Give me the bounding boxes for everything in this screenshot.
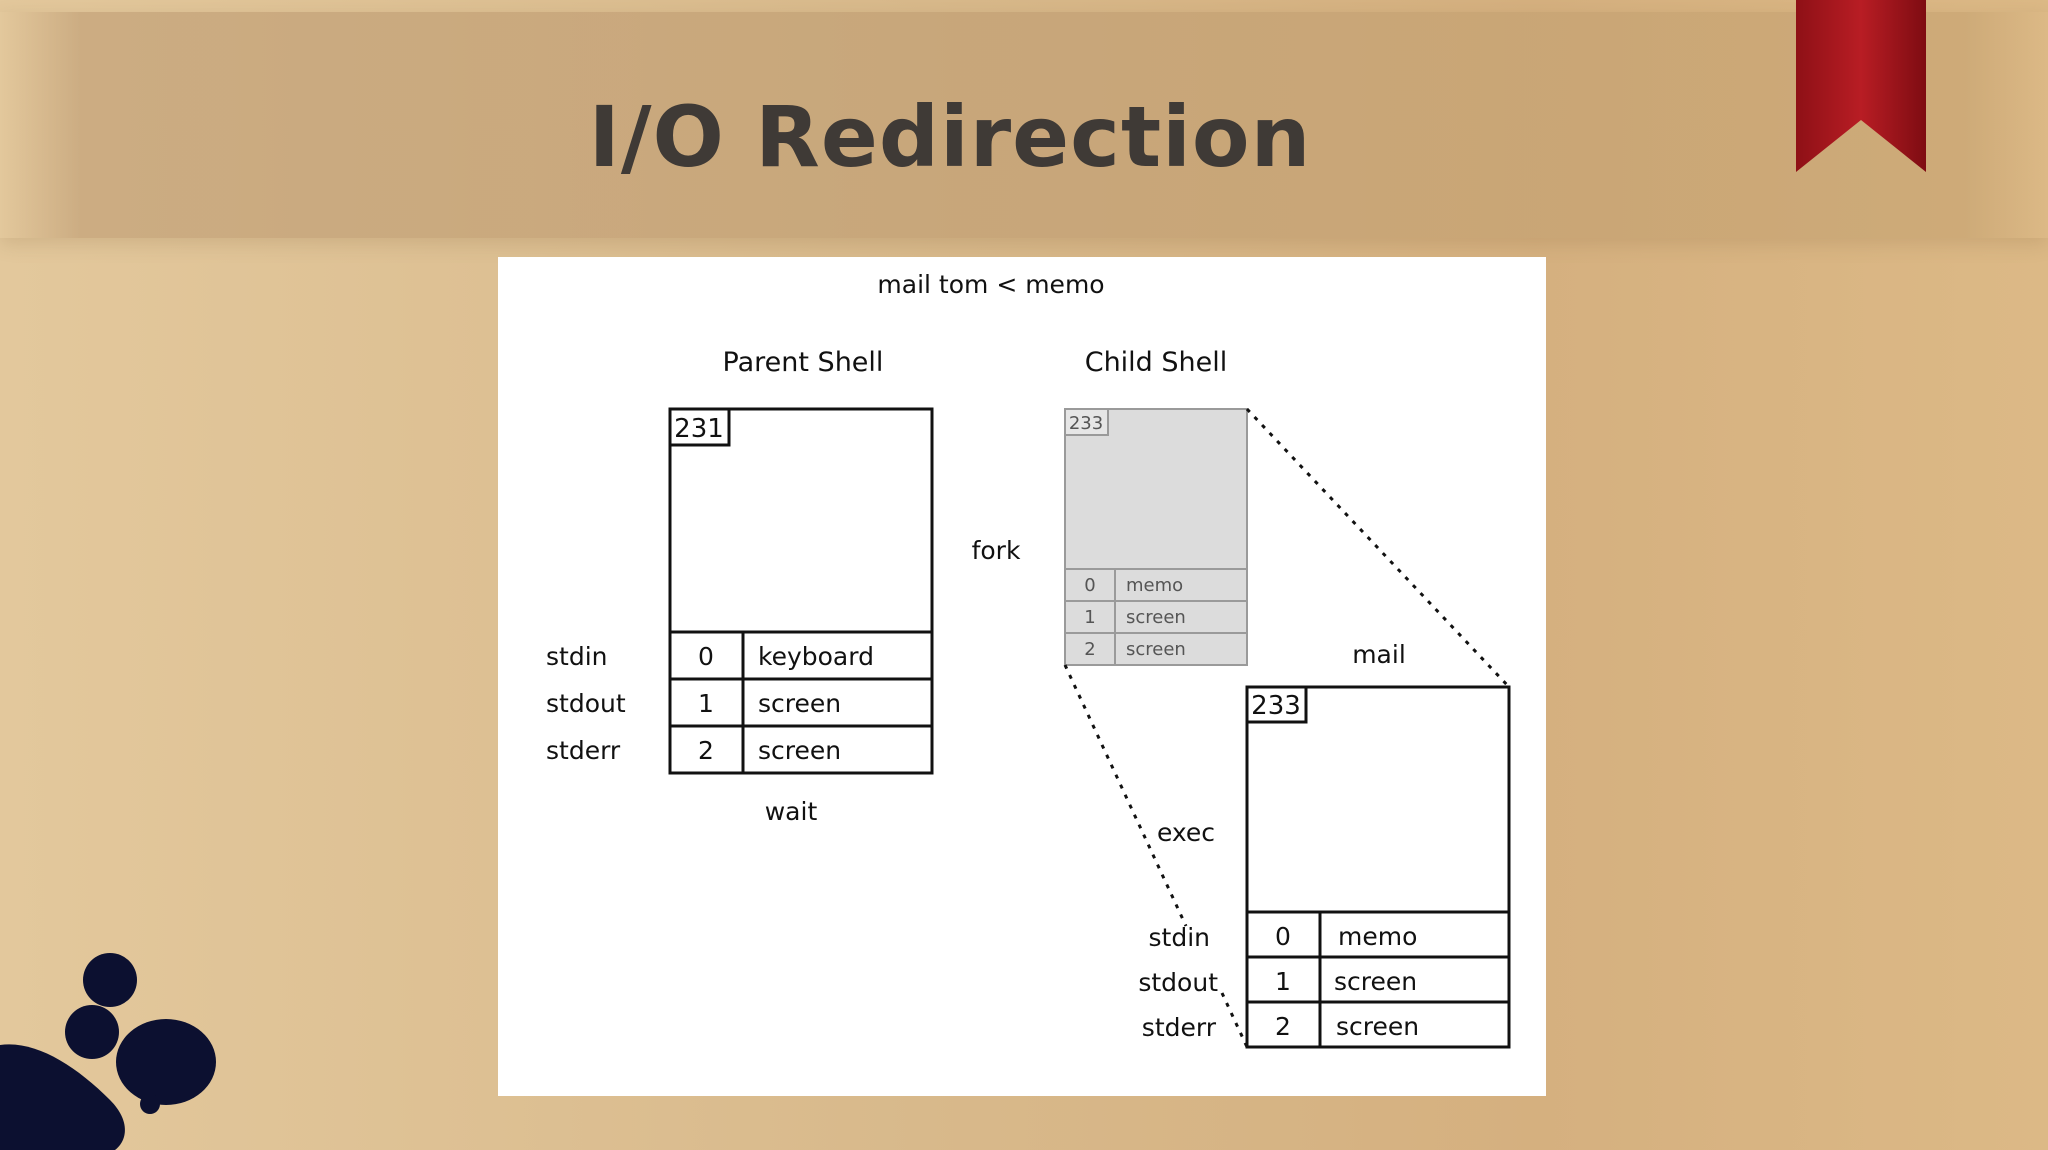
child-fd: 0: [1084, 575, 1095, 596]
wait-label: wait: [765, 797, 818, 826]
child-fd: 2: [1084, 639, 1095, 660]
child-fd: 1: [1084, 607, 1095, 628]
child-fd-target: screen: [1126, 607, 1186, 628]
child-fd-target: screen: [1126, 639, 1186, 660]
parent-fd-target: screen: [758, 689, 841, 718]
mail-stream-label: stdout: [1138, 968, 1218, 997]
parent-fd-target: keyboard: [758, 642, 874, 671]
parent-stream-label: stderr: [546, 736, 621, 765]
parent-stream-label: stdin: [546, 642, 608, 671]
redirection-diagram: mail tom < memo Parent Shell 231 0 keybo…: [546, 270, 1511, 1049]
child-pid: 233: [1069, 413, 1103, 434]
parent-shell-heading: Parent Shell: [723, 347, 884, 378]
child-fd-table: 0 memo 1 screen 2 screen: [1064, 568, 1248, 666]
diagram-panel: mail tom < memo Parent Shell 231 0 keybo…: [498, 257, 1546, 1096]
mail-fd-target: memo: [1338, 922, 1417, 951]
parent-fd-target: screen: [758, 736, 841, 765]
slide-title: I/O Redirection: [588, 88, 1312, 186]
mail-stream-label: stderr: [1142, 1013, 1217, 1042]
parent-fd-table: 0 keyboard 1 screen 2 screen: [668, 630, 934, 775]
parent-fd: 0: [698, 642, 714, 671]
parent-stream-label: stdout: [546, 689, 626, 718]
mail-heading: mail: [1352, 640, 1406, 669]
child-process-box: 233: [1064, 408, 1248, 570]
child-shell-heading: Child Shell: [1085, 347, 1228, 378]
mail-fd-table: 0 memo 1 screen 2 screen: [1245, 910, 1511, 1049]
exec-label: exec: [1157, 818, 1215, 847]
child-fd-target: memo: [1126, 575, 1183, 596]
parent-fd: 2: [698, 736, 714, 765]
projection-line-bottom-tail: [1220, 992, 1249, 1048]
parent-process-box: 231: [668, 407, 934, 634]
bookmark-ribbon-icon: [1796, 0, 1926, 172]
mail-fd: 2: [1275, 1012, 1291, 1041]
mail-fd: 1: [1275, 967, 1291, 996]
fork-label: fork: [972, 536, 1021, 565]
mail-fd: 0: [1275, 922, 1291, 951]
mail-fd-target: screen: [1334, 967, 1417, 996]
mail-pid: 233: [1251, 691, 1301, 721]
command-label: mail tom < memo: [877, 270, 1104, 299]
projection-line-bottom: [1063, 664, 1188, 927]
parent-pid: 231: [674, 414, 724, 444]
parent-fd: 1: [698, 689, 714, 718]
mail-stream-label: stdin: [1149, 923, 1211, 952]
mail-fd-target: screen: [1336, 1012, 1419, 1041]
title-band: [0, 12, 2048, 238]
mail-process-box: 233: [1245, 685, 1511, 914]
ink-splat-decoration: [0, 953, 216, 1150]
